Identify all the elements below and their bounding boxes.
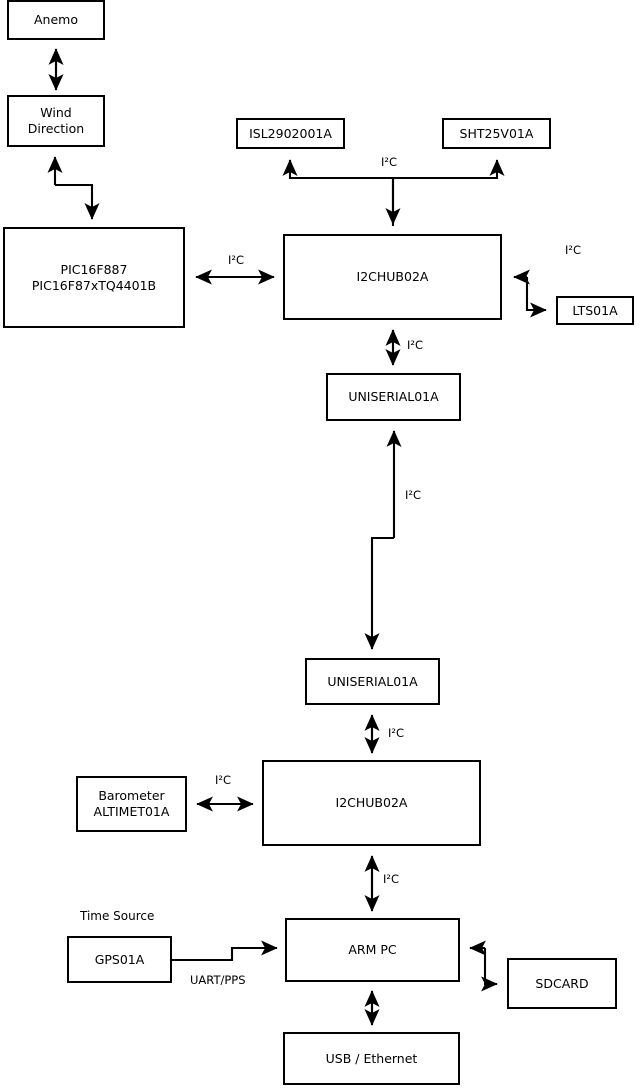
node-uniserial01a-lower[interactable]: UNISERIAL01A bbox=[305, 658, 440, 705]
node-i2chub02a-top-label: I2CHUB02A bbox=[356, 269, 429, 284]
wire-label-i2c-uniserial-hub: I²C bbox=[388, 726, 405, 740]
node-pic-microcontroller-label: PIC16F887 PIC16F87xTQ4401B bbox=[31, 261, 157, 293]
node-lts01a[interactable]: LTS01A bbox=[556, 296, 634, 325]
wire-label-i2c-sensor-bus: I²C bbox=[381, 155, 398, 169]
node-sdcard[interactable]: SDCARD bbox=[507, 958, 617, 1009]
connector-hub-sensor-bus bbox=[282, 159, 505, 226]
node-pic-microcontroller[interactable]: PIC16F887 PIC16F87xTQ4401B bbox=[3, 227, 185, 328]
node-uniserial01a-lower-label: UNISERIAL01A bbox=[327, 673, 418, 689]
node-i2chub02a-bottom-label: I2CHUB02A bbox=[335, 795, 408, 810]
connector-hub-lts bbox=[513, 269, 547, 318]
wire-label-i2c-baro-hub: I²C bbox=[215, 773, 232, 787]
wire-label-uart-pps: UART/PPS bbox=[190, 973, 246, 987]
node-usb-ethernet-label: USB / Ethernet bbox=[325, 1050, 418, 1066]
wire-label-i2c-uniserial-link: I²C bbox=[405, 488, 422, 502]
node-uniserial01a-upper-label: UNISERIAL01A bbox=[348, 389, 439, 404]
node-isl2902001a-label: ISL2902001A bbox=[249, 125, 332, 141]
node-sht25v01a[interactable]: SHT25V01A bbox=[442, 118, 551, 149]
connector-gps-arm bbox=[172, 940, 278, 962]
label-time-source: Time Source bbox=[80, 909, 155, 923]
node-lts01a-label: LTS01A bbox=[572, 302, 618, 318]
node-barometer-altimet01a-label: Barometer ALTIMET01A bbox=[93, 788, 170, 819]
node-usb-ethernet[interactable]: USB / Ethernet bbox=[283, 1032, 460, 1085]
connector-wind-pic bbox=[47, 156, 100, 220]
node-arm-pc-label: ARM PC bbox=[348, 942, 397, 957]
node-anemo-label: Anemo bbox=[34, 12, 78, 27]
node-uniserial01a-upper[interactable]: UNISERIAL01A bbox=[326, 373, 461, 421]
wire-label-i2c-hub-lts: I²C bbox=[565, 243, 582, 257]
node-isl2902001a[interactable]: ISL2902001A bbox=[236, 118, 345, 149]
node-gps01a-label: GPS01A bbox=[94, 951, 145, 967]
wire-label-i2c-pic-hub: I²C bbox=[228, 253, 245, 267]
node-wind-direction-label: Wind Direction bbox=[27, 105, 85, 136]
wire-label-i2c-hub-uniserial: I²C bbox=[407, 338, 424, 352]
node-anemo[interactable]: Anemo bbox=[7, 0, 105, 40]
node-sdcard-label: SDCARD bbox=[535, 975, 589, 991]
node-i2chub02a-top[interactable]: I2CHUB02A bbox=[283, 234, 502, 320]
node-arm-pc[interactable]: ARM PC bbox=[285, 918, 460, 982]
node-sht25v01a-label: SHT25V01A bbox=[459, 125, 534, 141]
wire-label-i2c-hub-arm: I²C bbox=[383, 872, 400, 886]
connector-arm-sdcard bbox=[469, 940, 498, 992]
node-i2chub02a-bottom[interactable]: I2CHUB02A bbox=[262, 760, 481, 846]
connector-uniserial-link bbox=[364, 430, 402, 650]
node-gps01a[interactable]: GPS01A bbox=[67, 936, 172, 983]
node-wind-direction[interactable]: Wind Direction bbox=[7, 95, 105, 147]
node-barometer-altimet01a[interactable]: Barometer ALTIMET01A bbox=[76, 776, 187, 832]
